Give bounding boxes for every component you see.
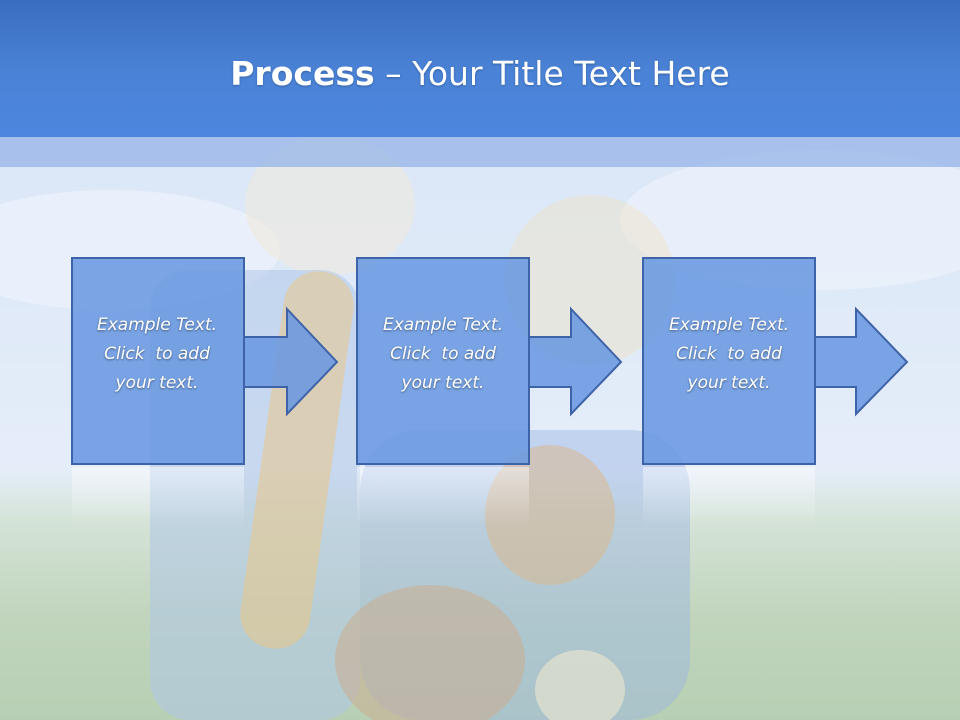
step-1-box — [71, 257, 245, 465]
step-2-line-3: your text. — [401, 373, 485, 393]
step-2-text[interactable]: Example Text. Click to add your text. — [358, 311, 528, 398]
title-band — [0, 0, 960, 137]
step-2-arrow — [528, 306, 623, 417]
step-3-line-2: Click to add — [676, 344, 782, 364]
step-3-reflection — [643, 467, 815, 527]
process-step-1[interactable] — [71, 257, 339, 465]
step-1-arrow — [243, 306, 339, 417]
step-3-box — [642, 257, 816, 465]
title-bold: Process — [230, 54, 375, 93]
process-step-2[interactable] — [356, 257, 623, 465]
step-2-reflection — [357, 467, 529, 527]
step-1-line-3: your text. — [115, 373, 199, 393]
process-step-3[interactable] — [642, 257, 909, 465]
step-1-text[interactable]: Example Text. Click to add your text. — [72, 311, 242, 398]
step-3-arrow — [814, 306, 909, 417]
step-3-text[interactable]: Example Text. Click to add your text. — [644, 311, 814, 398]
step-3-line-1: Example Text. — [668, 315, 790, 335]
title-rest: Your Title Text Here — [412, 54, 730, 93]
step-1-reflection — [72, 467, 244, 527]
title-sub-band — [0, 137, 960, 167]
slide-title[interactable]: Process – Your Title Text Here — [0, 52, 960, 96]
title-dash: – — [374, 54, 413, 93]
step-1-line-1: Example Text. — [96, 315, 218, 335]
step-2-line-2: Click to add — [390, 344, 496, 364]
step-2-line-1: Example Text. — [382, 315, 504, 335]
step-3-line-3: your text. — [687, 373, 771, 393]
step-2-box — [356, 257, 530, 465]
step-1-line-2: Click to add — [104, 344, 210, 364]
